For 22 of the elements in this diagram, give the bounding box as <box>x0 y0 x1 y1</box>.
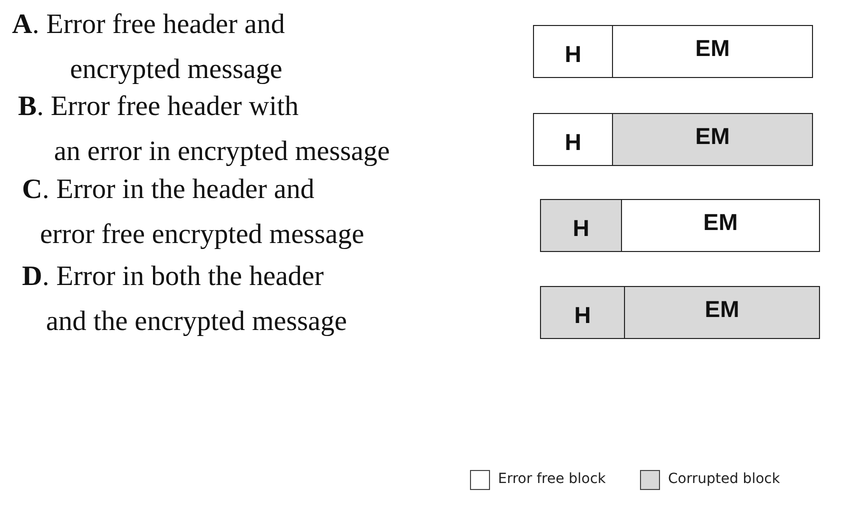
block-cell <box>533 113 613 166</box>
block-label: H <box>572 215 590 242</box>
case-description: B. Error free header with an error in encrypted message <box>18 90 391 169</box>
block-label: EM <box>695 35 730 62</box>
block-cell <box>540 286 625 339</box>
block-label: EM <box>704 296 740 323</box>
case-description: C. Error in the header and error free encrypted message <box>22 173 366 252</box>
block-label: H <box>574 302 591 329</box>
case-description: A. Error free header and encrypted message <box>12 8 286 87</box>
block-cell <box>533 25 613 78</box>
block-label: EM <box>703 209 738 236</box>
block-cell <box>540 199 622 252</box>
legend-label: Error free block <box>498 471 606 487</box>
block-label: H <box>564 41 582 68</box>
block-cell <box>621 199 820 252</box>
block-label: H <box>564 129 582 156</box>
block-cell <box>624 286 820 339</box>
block-cell <box>612 25 813 78</box>
legend-label: Corrupted block <box>668 471 780 487</box>
block-cell <box>612 113 813 166</box>
case-description: D. Error in both the header and the encrypted message <box>22 260 348 339</box>
block-label: EM <box>695 123 730 150</box>
